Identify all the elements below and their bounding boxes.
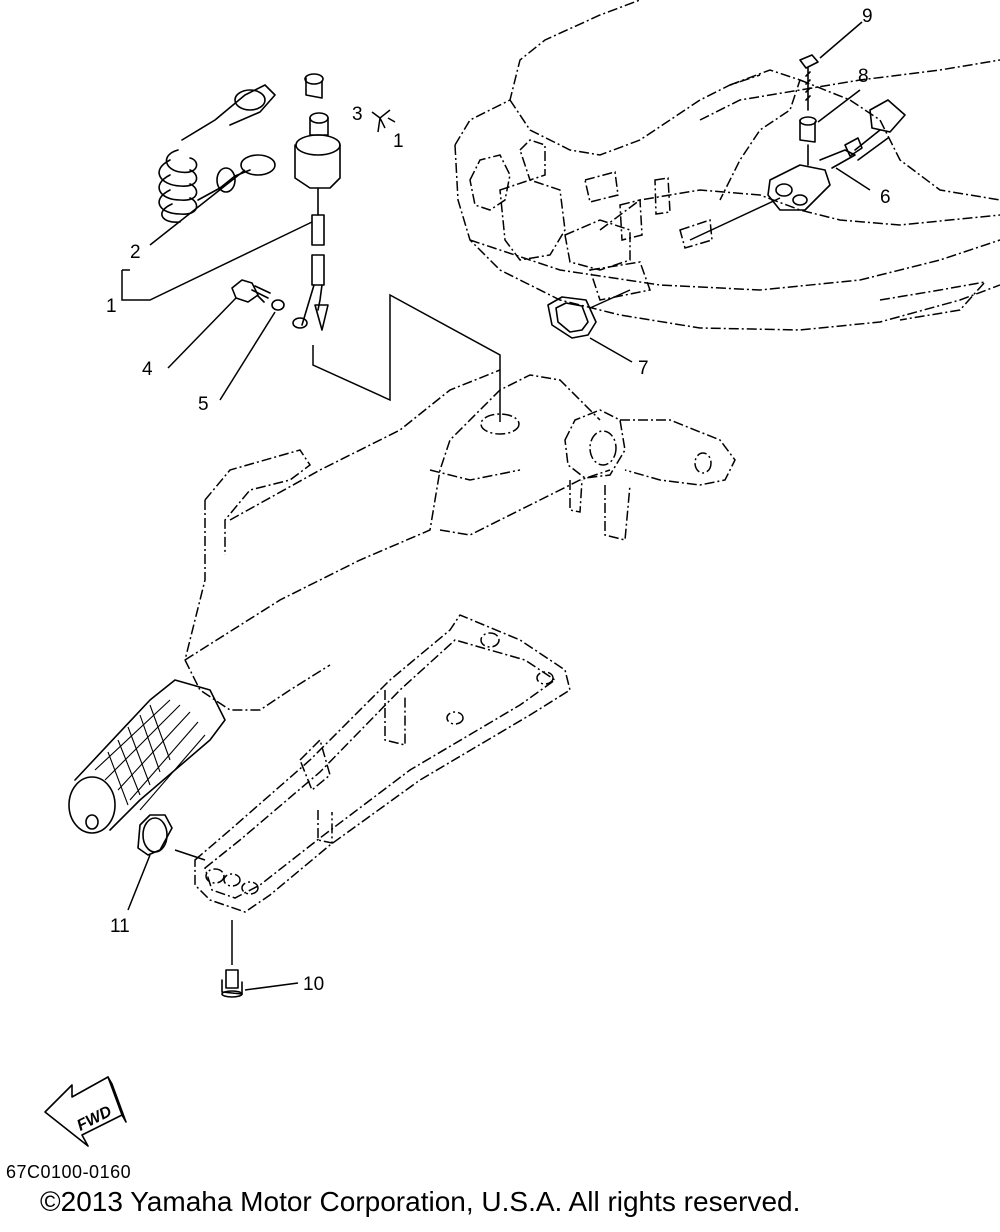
stop-switch (121, 73, 341, 331)
callout-numbers: 2 1 3 1 4 5 6 7 8 9 10 11 (106, 6, 891, 995)
bottom-cowling (454, 0, 1000, 331)
steering-handle (68, 369, 736, 834)
callout-11: 11 (110, 916, 130, 937)
callout-2: 2 (130, 242, 141, 263)
callout-7: 7 (638, 358, 649, 379)
grommet-and-bolt (137, 814, 243, 998)
copyright-notice: ©2013 Yamaha Motor Corporation, U.S.A. A… (40, 1186, 801, 1217)
callout-5: 5 (198, 394, 209, 415)
callout-6: 6 (880, 187, 891, 208)
lanyard-cord (158, 84, 276, 223)
callout-4: 4 (142, 359, 153, 380)
callout-9: 9 (862, 6, 873, 27)
fwd-arrow: FWD (44, 1076, 127, 1147)
switch-leader (312, 293, 501, 422)
callout-1-switch: 1 (393, 131, 404, 152)
callout-3: 3 (352, 104, 363, 125)
diagram-code: 67C0100-0160 (6, 1162, 132, 1182)
callout-leaders (127, 21, 871, 991)
callout-1-main: 1 (106, 296, 117, 317)
wiring-parts (547, 54, 906, 339)
cover-plate (194, 614, 571, 913)
callout-10: 10 (303, 974, 324, 995)
callout-8: 8 (858, 66, 869, 87)
